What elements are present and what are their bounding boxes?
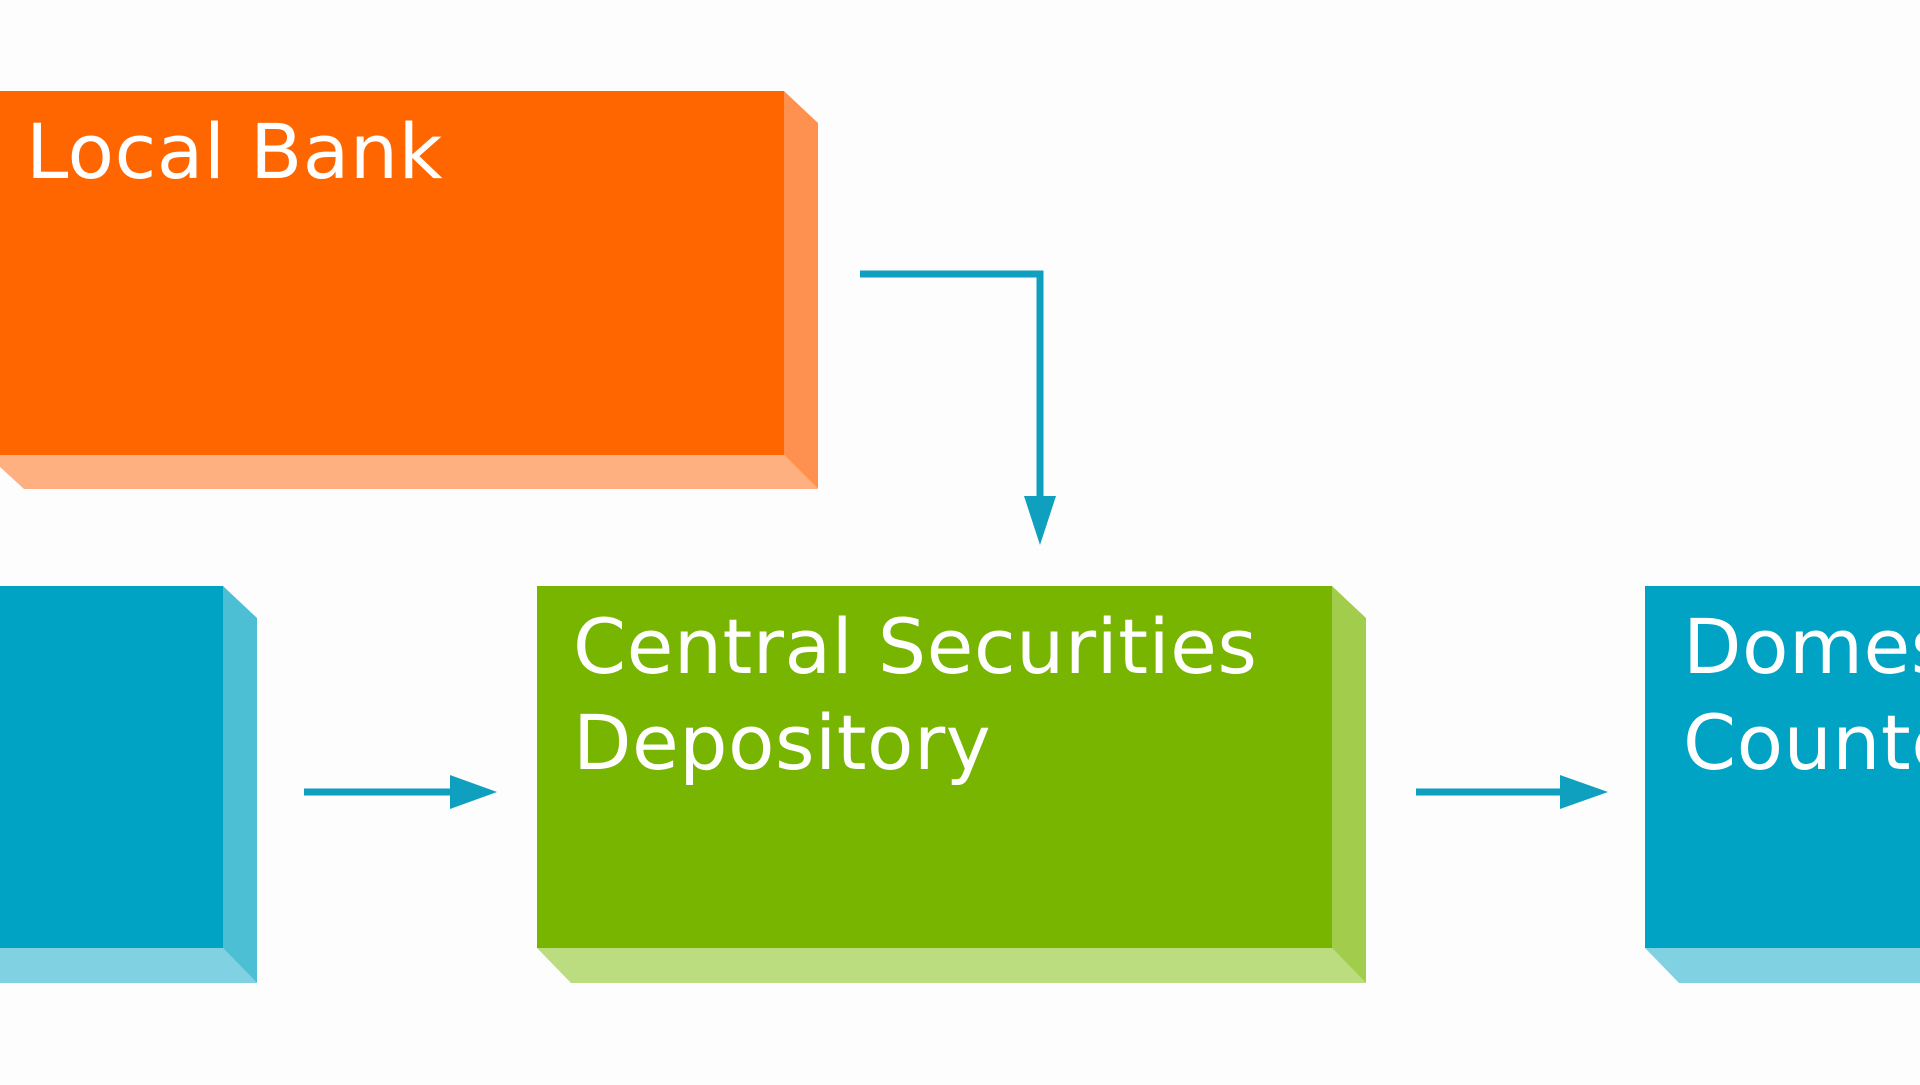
arrow-left-node-to-csd [304, 775, 497, 809]
left-node-front-face [0, 586, 223, 948]
csd-box [537, 586, 1366, 983]
arrow-left-node-to-csd-head [450, 775, 497, 809]
csd-label-line2: Depository [573, 698, 992, 787]
arrow-local-bank-to-csd-head [1024, 496, 1056, 545]
domestic-counterparty-box [1645, 586, 1920, 983]
domestic-counterparty-label-line2: Counte [1683, 698, 1920, 787]
local-bank-box [0, 91, 818, 489]
domestic-counterparty-front-face [1645, 586, 1920, 948]
local-bank-bottom-face [0, 455, 818, 489]
domestic-counterparty-bottom-face [1645, 948, 1920, 983]
left-node-side-face [223, 586, 257, 983]
csd-side-face [1332, 586, 1366, 983]
local-bank-front-face [0, 91, 784, 455]
arrow-local-bank-to-csd [860, 270, 1056, 545]
arrow-local-bank-to-csd-line [860, 270, 1044, 502]
local-bank-label: Local Bank [26, 107, 444, 196]
csd-front-face [537, 586, 1332, 948]
csd-bottom-face [537, 948, 1366, 983]
left-node-box [0, 586, 257, 983]
arrow-csd-to-domestic [1416, 775, 1608, 809]
csd-label-line1: Central Securities [573, 602, 1258, 691]
arrow-csd-to-domestic-head [1560, 775, 1608, 809]
left-node-bottom-face [0, 948, 257, 983]
domestic-counterparty-label-line1: Domes [1683, 602, 1920, 691]
local-bank-side-face [784, 91, 818, 489]
